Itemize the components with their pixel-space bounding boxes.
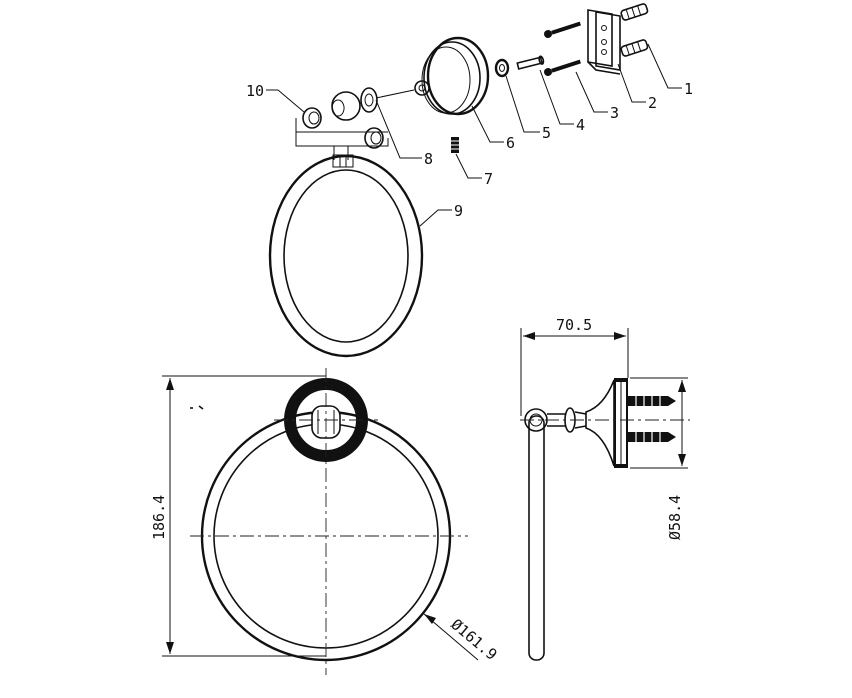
dimension-height: 186.4 — [150, 375, 326, 657]
dimension-base-diameter-label: Ø58.4 — [666, 495, 684, 540]
part-rosette — [414, 36, 490, 116]
dimension-ring-diameter: Ø161.9 — [423, 613, 501, 664]
callout-labels: 1 2 3 4 5 6 7 8 9 10 — [246, 80, 693, 220]
exploded-view: 1 2 3 4 5 6 7 8 9 10 — [246, 3, 693, 358]
part-screws — [544, 21, 581, 76]
callout-6: 6 — [506, 134, 515, 152]
side-view: 70.5 Ø58.4 — [520, 316, 690, 661]
front-view: 186.4 Ø161.9 — [150, 368, 501, 675]
callout-10: 10 — [246, 82, 264, 100]
callout-2: 2 — [648, 94, 657, 112]
part-wall-anchors — [620, 3, 649, 57]
callout-7: 7 — [484, 170, 493, 188]
callout-leaders — [266, 43, 682, 227]
dimension-depth: 70.5 — [520, 316, 629, 416]
part-mounting-bracket — [587, 9, 621, 75]
dimension-depth-label: 70.5 — [556, 316, 592, 334]
part-pin — [516, 55, 545, 70]
part-ring — [268, 154, 424, 358]
dimension-height-label: 186.4 — [150, 495, 168, 540]
callout-3: 3 — [610, 104, 619, 122]
callout-4: 4 — [576, 116, 585, 134]
part-ball-joint — [331, 87, 415, 121]
callout-5: 5 — [542, 124, 551, 142]
callout-9: 9 — [454, 202, 463, 220]
part-washer — [494, 58, 510, 78]
callout-8: 8 — [424, 150, 433, 168]
part-end-caps — [295, 107, 389, 160]
part-set-screw — [451, 137, 459, 153]
side-anchors — [628, 394, 676, 444]
dimension-base-diameter: Ø58.4 — [630, 377, 688, 540]
callout-1: 1 — [684, 80, 693, 98]
